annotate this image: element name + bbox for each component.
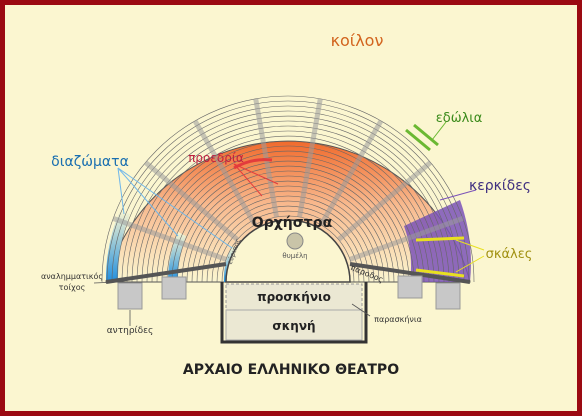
- label-skini: σκηνή: [272, 319, 315, 333]
- antirida-3: [397, 275, 423, 299]
- seat-row: [181, 175, 395, 283]
- seat-row: [201, 195, 375, 283]
- skini-building: [225, 309, 363, 341]
- seat-row: [196, 190, 380, 283]
- label-skales: σκάλες: [486, 247, 533, 262]
- edolia-leaders: [431, 121, 447, 141]
- diazomata-leaders: [117, 167, 233, 249]
- antirida-4: [435, 282, 461, 310]
- stair-line: [318, 119, 384, 227]
- seat-row: [191, 185, 385, 283]
- stair-line: [349, 216, 464, 262]
- analimmatikos-wall-left: [105, 262, 227, 284]
- seat-rows: [101, 95, 475, 283]
- diagram-title: ΑΡΧΑΙΟ ΕΛΛΗΝΙΚΟ ΘΕΑΤΡΟ: [183, 362, 399, 378]
- label-edolia: εδώλια: [436, 111, 483, 126]
- seat-row: [221, 215, 355, 283]
- thymeli-altar: [286, 232, 304, 250]
- stair-line: [297, 98, 323, 218]
- label-thymeli: θυμέλη: [282, 252, 307, 260]
- stair-line: [112, 216, 227, 262]
- label-proskinio: προσκήνιο: [257, 290, 331, 304]
- stair-line: [253, 98, 279, 218]
- label-kerkides: κερκίδες: [469, 178, 531, 194]
- seat-row: [141, 135, 435, 283]
- label-orchistra: Ορχήστρα: [252, 215, 333, 231]
- seat-row: [171, 165, 405, 283]
- antirida-1: [117, 282, 143, 310]
- kerkides-leaders: [439, 189, 477, 201]
- edolia-marker: [405, 123, 439, 152]
- label-diazomata: διαζώματα: [51, 154, 129, 170]
- seat-row: [116, 110, 460, 283]
- label-analimmatikos-line2: τοίχος: [59, 283, 86, 292]
- seat-row: [146, 140, 430, 283]
- seat-row: [126, 120, 450, 283]
- seat-row: [161, 155, 415, 283]
- seat-row: [206, 200, 370, 283]
- analimmatikos-wall-right: [349, 262, 471, 284]
- seat-row: [176, 170, 400, 283]
- misc-leaders: [93, 281, 371, 326]
- label-antirides: αντηρίδες: [107, 326, 154, 336]
- label-analimmatikos-line1: αναλημματικός: [41, 271, 103, 281]
- label-koilon: κοίλον: [331, 31, 384, 50]
- label-proedria: προεδρία: [188, 151, 244, 165]
- stair-lines: [112, 98, 464, 262]
- seat-row: [186, 180, 390, 283]
- skales-leaders: [455, 239, 485, 273]
- seat-row: [131, 125, 445, 283]
- paraskinio-walls: [220, 282, 368, 344]
- label-paraskinia: παρασκήνια: [374, 315, 422, 324]
- seat-row: [111, 105, 465, 283]
- stair-line: [143, 160, 240, 242]
- seat-row: [166, 160, 410, 283]
- diazoma-band-outer: [105, 210, 130, 282]
- seat-row: [156, 150, 420, 283]
- stair-line: [336, 160, 433, 242]
- seat-row: [151, 145, 425, 283]
- stair-line: [192, 119, 258, 227]
- seat-row: [211, 205, 365, 283]
- seat-row: [121, 115, 455, 283]
- proedria-leaders: [233, 163, 279, 197]
- seat-row: [101, 95, 475, 283]
- seat-row: [136, 130, 440, 283]
- seat-row: [216, 210, 360, 283]
- skales-marker: [415, 236, 465, 278]
- antirida-2: [161, 276, 187, 300]
- orchistra-area: [225, 219, 351, 283]
